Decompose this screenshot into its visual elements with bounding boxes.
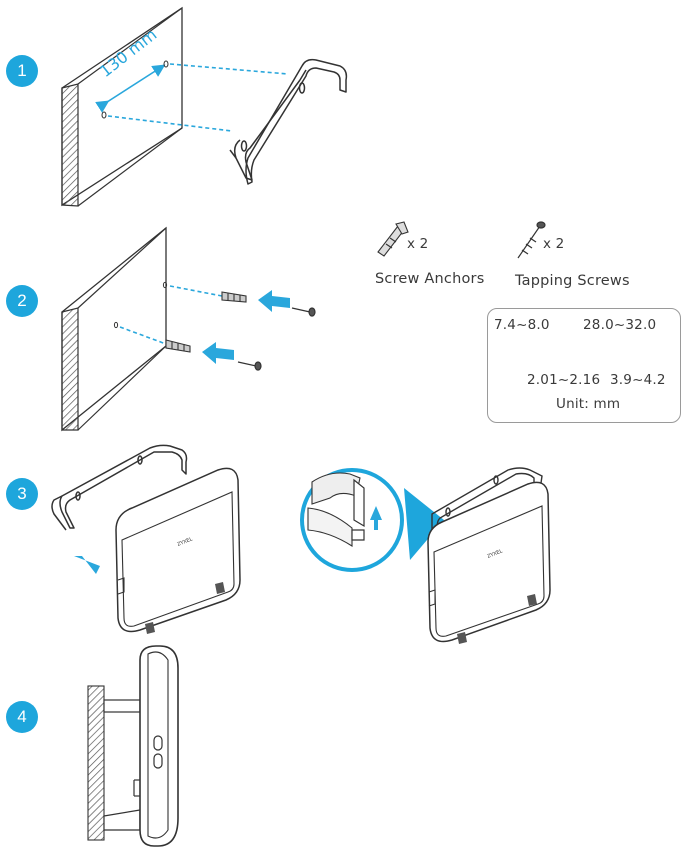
unit-label: Unit: mm	[556, 396, 621, 412]
step-1-dimension	[95, 60, 289, 132]
slide-arrow-3	[74, 556, 100, 574]
anchor-label: Screw Anchors	[375, 271, 485, 287]
wall-bracket-3	[51, 444, 188, 531]
length-label: 28.0~32.0	[583, 317, 657, 333]
thread-diameter-label: 3.9~4.2	[610, 372, 666, 388]
screw-2a	[291, 307, 316, 317]
step-3-badge: 3	[6, 478, 38, 510]
step-4-badge: 4	[6, 701, 38, 733]
wall-bracket-1	[229, 58, 348, 185]
shank-diameter-label: 2.01~2.16	[527, 372, 601, 388]
step-2-badge: 2	[6, 285, 38, 317]
screw-icon	[517, 221, 546, 259]
screw-quantity: x 2	[543, 236, 565, 252]
screw-2b	[237, 361, 262, 371]
router-3b: ZYXEL	[427, 481, 551, 644]
step-2-guides	[119, 285, 223, 345]
step-2-wall	[61, 226, 168, 432]
router-brand-3a: ZYXEL	[177, 536, 194, 548]
head-diameter-label: 7.4~8.0	[494, 317, 550, 333]
router-3a: ZYXEL	[115, 467, 241, 634]
step-1-wall	[61, 6, 183, 207]
step-1-badge: 1	[6, 55, 38, 87]
insert-arrows	[202, 290, 290, 364]
anchor-quantity: x 2	[407, 236, 429, 252]
zoom-callout	[300, 468, 444, 572]
anchor-2b	[165, 339, 191, 353]
screw-spec-box	[487, 308, 681, 423]
step-4-side-view	[87, 645, 179, 847]
anchor-icon	[377, 221, 409, 257]
router-brand-3b: ZYXEL	[487, 548, 504, 560]
screw-label: Tapping Screws	[515, 273, 630, 289]
anchor-2a	[221, 291, 247, 303]
